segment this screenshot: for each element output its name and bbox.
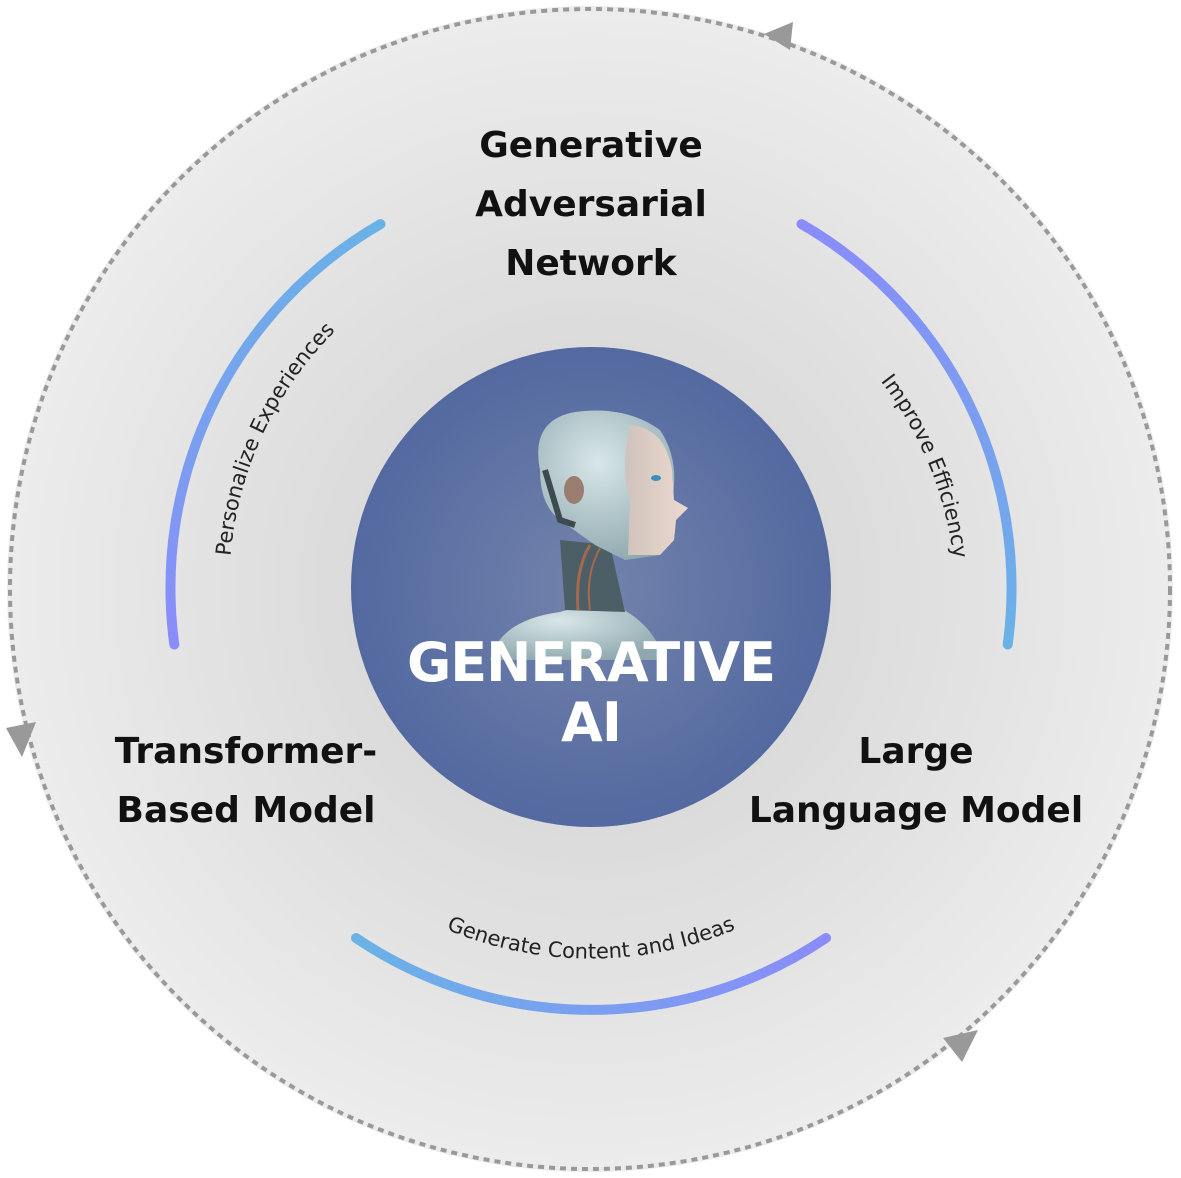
node-label-line: Transformer- xyxy=(114,731,378,772)
node-transformer-based-model: Transformer- Based Model xyxy=(86,722,406,840)
robot-head-image xyxy=(490,410,688,660)
node-label-line: Large xyxy=(858,731,974,772)
node-label-line: Network xyxy=(505,243,677,284)
node-label-line: Based Model xyxy=(116,790,376,831)
node-label-line: Language Model xyxy=(748,790,1084,831)
node-label-line: Generative xyxy=(479,125,703,166)
arc-bottom xyxy=(351,933,831,1015)
dashed-cycle-ring xyxy=(8,7,1172,1171)
cycle-arrow-top-icon xyxy=(764,22,793,50)
node-large-language-model: Large Language Model xyxy=(736,722,1096,840)
arc-left xyxy=(165,219,386,650)
cycle-arrow-bottom-icon xyxy=(943,1030,978,1062)
center-title-line1: GENERATIVE xyxy=(406,631,776,694)
node-label-line: Adversarial xyxy=(475,184,707,225)
center-title-line2: AI xyxy=(561,691,622,754)
arc-right xyxy=(796,219,1017,650)
node-generative-adversarial-network: Generative Adversarial Network xyxy=(391,116,791,293)
cycle-arrow-left-icon xyxy=(6,722,36,757)
